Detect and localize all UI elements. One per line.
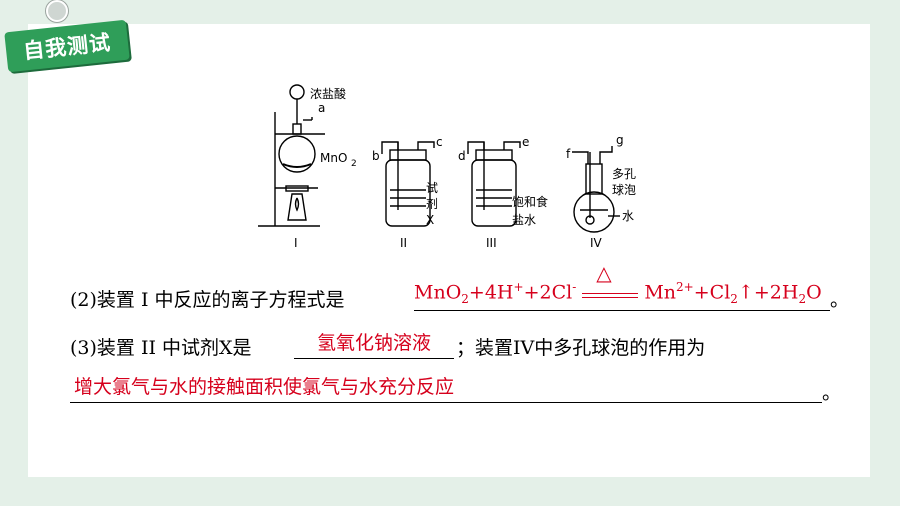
label-brine-1: 饱和食 — [512, 194, 548, 209]
label-roman-1: I — [294, 236, 298, 250]
label-roman-2: II — [400, 236, 407, 250]
label-roman-4: IV — [590, 236, 603, 250]
label-e: e — [522, 135, 529, 149]
label-d: d — [458, 149, 466, 163]
q3-end: 。 — [822, 382, 842, 404]
round-flask — [278, 135, 316, 173]
alcohol-lamp — [287, 193, 307, 221]
q2-end: 。 — [830, 289, 850, 311]
heat-symbol: △ — [596, 261, 612, 286]
badge-label: 自我测试 — [22, 30, 113, 64]
funnel-bulb — [289, 84, 305, 100]
label-reagent: 试 — [426, 180, 438, 195]
label-water: 水 — [622, 209, 634, 223]
label-mno2-sub: 2 — [351, 159, 357, 169]
q2-answer-blank: MnO2+4H++2Cl- △ Mn2++Cl2↑+2H2O — [414, 261, 830, 311]
label-g: g — [616, 133, 624, 147]
q3-answer-2-blank: 增大氯气与水的接触面积使氯气与水充分反应 — [70, 372, 822, 403]
label-reagent-x: X — [426, 213, 434, 227]
question-2: (2)装置 I 中反应的离子方程式是 — [70, 285, 345, 312]
q3-answer-1: 氢氧化钠溶液 — [316, 332, 431, 354]
label-c: c — [436, 135, 443, 149]
q3-middle: ；装置IV中多孔球泡的作用为 — [456, 337, 706, 359]
label-mno2: MnO — [320, 151, 347, 165]
q3-prefix: (3)装置 II 中试剂X是 — [70, 337, 252, 359]
label-a: a — [318, 101, 325, 115]
label-conc-hcl: 浓盐酸 — [310, 86, 346, 101]
q3-answer-1-blank: 氢氧化钠溶液 — [294, 328, 454, 359]
q3-answer-2: 增大氯气与水的接触面积使氯气与水充分反应 — [74, 376, 455, 398]
slide — [28, 24, 870, 477]
label-f: f — [566, 147, 571, 161]
q2-prefix: (2)装置 I 中反应的离子方程式是 — [70, 289, 345, 311]
label-b: b — [372, 149, 380, 163]
label-bulb-1: 多孔 — [612, 167, 636, 181]
label-brine-2: 盐水 — [512, 213, 536, 227]
label-reagent-2: 剂 — [426, 196, 438, 211]
question-3: (3)装置 II 中试剂X是 — [70, 333, 252, 360]
apparatus-diagram: 浓盐酸 a MnO 2 I b c 试 剂 X II d e 饱和食 盐水 II… — [258, 84, 636, 250]
label-bulb-2: 球泡 — [612, 183, 636, 197]
pin-icon — [46, 0, 68, 22]
label-roman-3: III — [486, 236, 497, 250]
